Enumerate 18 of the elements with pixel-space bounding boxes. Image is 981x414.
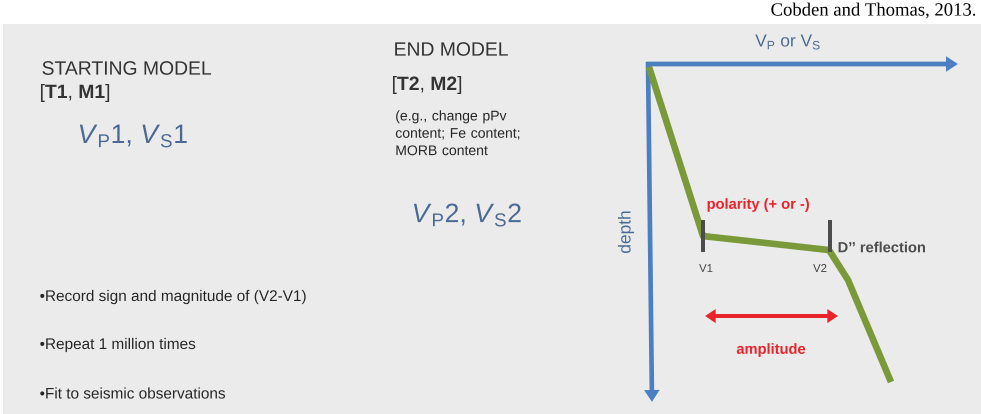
velocity-text: V$_{P}$2, V$_{S}$2 — [414, 204, 521, 226]
bullet-text: •Record sign and magnitude of (V2-V1) — [40, 290, 306, 304]
heading-text: STARTING MODEL — [42, 61, 212, 75]
axis-label: depth — [618, 211, 634, 253]
polarity-label: polarity (+ or -) — [708, 198, 809, 212]
point-label: V1 — [699, 264, 712, 272]
bullet-text: •Fit to seismic observations — [40, 387, 226, 399]
bullet-text: •Repeat 1 million times — [40, 338, 196, 352]
velocity-text: V$_{P}$1, V$_{S}$1 — [80, 124, 187, 148]
reflection-label: D’’ reflection — [838, 242, 925, 252]
axis-label: V$_{P}$ or V$_{S}$ — [755, 34, 820, 50]
citation-text: Cobden and Thomas, 2013. — [771, 2, 976, 18]
amplitude-label: amplitude — [736, 343, 806, 357]
heading-text: END MODEL — [395, 42, 508, 56]
parameter-text: [T2, M2] — [392, 76, 462, 94]
parameter-text: [T1, M1] — [40, 84, 110, 102]
note-text: (e.g., change pPv content; Fe content; MORB content — [396, 110, 520, 156]
point-label: V2 — [813, 264, 826, 272]
